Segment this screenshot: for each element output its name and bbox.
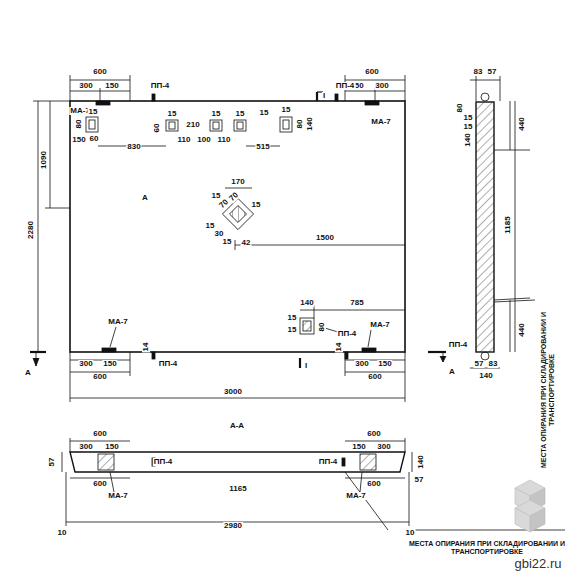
dimension-label: 57	[414, 476, 425, 484]
dimension-label: 300	[78, 82, 93, 90]
dimension-label: 140	[464, 132, 472, 147]
dimension-label: 10	[405, 529, 416, 537]
dimension-label: МА-7	[370, 118, 392, 126]
dimension-label: 600	[92, 480, 107, 488]
dimension-label: 57	[474, 360, 485, 368]
dimension-label: МА-7	[107, 492, 129, 500]
dimension-label: 440	[518, 322, 526, 337]
dimension-label: А	[448, 368, 456, 376]
note-text: МЕСТА ОПИРАНИЯ ПРИ СКЛАДИРОВАНИИ И ТРАНС…	[540, 309, 556, 471]
dimension-label: ПП-4	[318, 458, 339, 466]
dimension-label: 57	[487, 68, 498, 76]
dimension-label: 600	[92, 373, 107, 381]
dimension-label: 15	[211, 192, 222, 200]
dimension-label: 300	[374, 82, 389, 90]
dimension-label: 1185	[504, 215, 512, 234]
dimension-label: 150	[71, 136, 86, 144]
dimension-label: 140	[299, 299, 314, 307]
dimension-label: 2980	[223, 522, 243, 530]
dimension-label: 15	[235, 110, 246, 118]
dimension-label: ПП-4	[150, 82, 171, 90]
dimension-label: 14	[142, 342, 150, 353]
dimension-label: 300	[354, 360, 369, 368]
dimension-label: 150	[104, 82, 119, 90]
dimension-label: 80	[75, 119, 83, 130]
dimension-label: 110	[217, 136, 232, 144]
dimension-label: 300	[78, 443, 93, 451]
dimension-label: 60	[153, 123, 161, 134]
dimension-label: 1165	[228, 485, 247, 493]
dimension-label: ПП-4	[153, 458, 174, 466]
dimension-label: 15	[88, 108, 99, 116]
dimension-label: 100	[196, 136, 211, 144]
dimension-label: 83	[488, 360, 499, 368]
dimension-label: 600	[367, 373, 382, 381]
dimension-label: 600	[364, 68, 379, 76]
note-text: МЕСТА ОПИРАНИЯ ПРИ СКЛАДИРОВАНИИ И ТРАНС…	[406, 540, 568, 556]
dimension-label: 57	[48, 457, 56, 468]
dimension-label: ПП-4	[337, 330, 358, 338]
dimension-label: 60	[89, 135, 100, 143]
dimension-label: 30	[214, 230, 225, 238]
dimension-label: МА-7	[369, 321, 391, 329]
dimension-label: 150	[377, 360, 392, 368]
dimension-label: 1500	[315, 234, 335, 242]
dimension-label: 15	[222, 238, 233, 246]
dimension-label: 14	[335, 342, 343, 353]
dimension-label: 15	[463, 123, 474, 131]
dimension-label: 210	[185, 121, 200, 129]
dimension-label: 150	[351, 443, 366, 451]
dimension-label: 15	[205, 222, 216, 230]
dimension-label: 830	[126, 143, 141, 151]
dimension-label: I	[304, 362, 308, 370]
dimension-label: 15	[287, 314, 298, 322]
dimension-label: 140	[478, 372, 493, 380]
dimension-label: ПП-4	[448, 341, 469, 349]
dimension-label: 515	[255, 143, 270, 151]
dimension-label: 80	[296, 119, 304, 130]
dimension-label: 15	[251, 201, 262, 209]
dimension-label: А-А	[229, 422, 245, 430]
watermark: gbi22.ru	[514, 557, 563, 570]
dimension-label: 10	[57, 529, 68, 537]
dimension-label: 15	[211, 110, 222, 118]
dimension-label: А	[24, 369, 32, 377]
dimension-label: ПП-4	[158, 360, 179, 368]
dimension-label: 42	[241, 239, 252, 247]
dimension-label: 150	[102, 360, 117, 368]
dimension-label: МА-7	[107, 318, 129, 326]
dimension-label: 80	[318, 322, 326, 333]
dimension-label: ПП-4	[335, 82, 356, 90]
dimension-label: 300	[78, 360, 93, 368]
dimension-label: 140	[306, 116, 314, 131]
dimension-label: 150	[104, 443, 119, 451]
dimension-label: 600	[366, 480, 381, 488]
dimension-label: 785	[349, 299, 364, 307]
dimension-label: 80	[456, 103, 464, 114]
dimension-label: 3000	[223, 388, 243, 396]
dimension-label: 600	[92, 68, 107, 76]
dimension-label: МА-7	[345, 492, 367, 500]
dimension-label: 140	[417, 454, 425, 469]
dimension-label: 83	[473, 68, 484, 76]
dimension-label: 600	[366, 430, 381, 438]
dimension-label: 2280	[27, 220, 35, 240]
dimension-label: 15	[167, 110, 178, 118]
dimension-label: 170	[230, 178, 245, 186]
dimension-label: А	[141, 194, 149, 202]
dimension-label: 15	[287, 326, 298, 334]
dimension-label: I	[322, 92, 326, 100]
dimension-label: 15	[281, 106, 292, 114]
dimension-label: 15	[259, 109, 270, 117]
dimension-label: 1090	[40, 150, 48, 170]
dimension-label: 600	[92, 430, 107, 438]
dimension-label: 440	[518, 116, 526, 131]
dimension-label: 110	[177, 136, 192, 144]
dimension-label: 15	[463, 114, 474, 122]
dimension-label: 300	[376, 443, 391, 451]
